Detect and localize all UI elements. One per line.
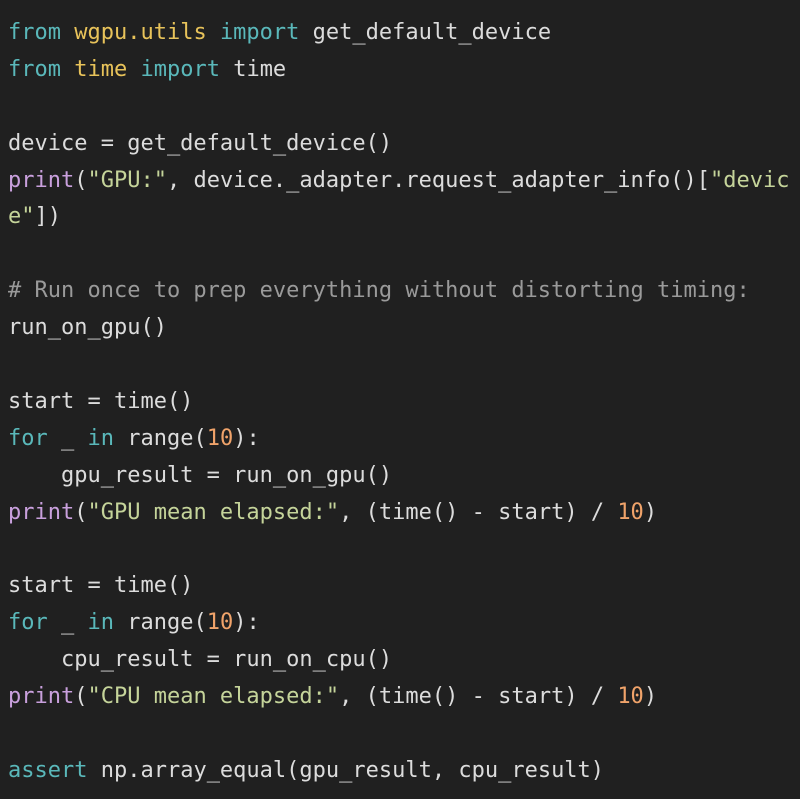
code-token: from (8, 20, 61, 45)
code-token: run_on_gpu() (8, 315, 167, 341)
code-token: in (87, 425, 115, 451)
code-token: _ (47, 610, 88, 636)
code-token: "GPU mean elapsed:" (87, 499, 340, 525)
code-token: for (8, 610, 48, 636)
code-line: print("GPU:", device._adapter.request_ad… (8, 163, 800, 200)
code-line: e"]) (8, 199, 800, 236)
code-line: # Run once to prep everything without di… (8, 273, 800, 310)
code-line (8, 236, 800, 273)
code-token (61, 20, 74, 45)
code-token: 10 (206, 425, 234, 451)
code-token: start = time() (8, 573, 194, 599)
code-token (127, 57, 140, 82)
code-token: ( (74, 684, 88, 710)
code-line: for _ in range(10): (8, 605, 800, 642)
code-line (8, 89, 800, 126)
code-token: "CPU mean elapsed:" (87, 684, 340, 710)
code-token: time (74, 56, 128, 82)
code-token: print (8, 167, 75, 193)
code-line: cpu_result = run_on_cpu() (8, 642, 800, 679)
code-token: "devic (710, 167, 790, 193)
code-token: 10 (617, 684, 644, 710)
code-token: import (219, 20, 300, 45)
code-token: ]) (34, 204, 62, 230)
code-token: from (8, 56, 61, 82)
code-token: ): (233, 610, 260, 636)
code-token: ): (233, 425, 260, 451)
code-token: 10 (617, 499, 644, 525)
code-token: in (87, 610, 115, 636)
code-token: range( (114, 610, 207, 636)
code-token: cpu_result = run_on_cpu() (8, 647, 393, 673)
code-token: ( (74, 167, 88, 193)
code-token: ) (643, 684, 658, 710)
code-token: assert (8, 757, 88, 783)
code-token: # Run once to prep everything without di… (8, 278, 750, 304)
code-token: start = time() (8, 388, 194, 414)
code-token: "GPU:" (87, 167, 167, 193)
code-token: , (time() - start) / (339, 684, 618, 710)
code-line (8, 531, 800, 568)
code-token: _ (47, 425, 88, 451)
code-line: print("GPU mean elapsed:", (time() - sta… (8, 495, 800, 532)
code-token: , (time() - start) / (339, 499, 618, 525)
code-line: run_on_gpu() (8, 310, 800, 347)
code-line: from wgpu.utils import get_default_devic… (8, 15, 800, 52)
code-token: wgpu.utils (74, 20, 207, 45)
code-token: ) (643, 499, 658, 525)
code-line: from time import time (8, 52, 800, 89)
code-token: import (140, 56, 220, 82)
code-line: device = get_default_device() (8, 126, 800, 163)
code-line: start = time() (8, 384, 800, 421)
code-token: e" (8, 204, 35, 230)
code-token: time (219, 56, 287, 82)
code-line (8, 716, 800, 753)
code-line: assert np.array_equal(gpu_result, cpu_re… (8, 753, 800, 790)
code-line: for _ in range(10): (8, 421, 800, 458)
code-line: print("CPU mean elapsed:", (time() - sta… (8, 679, 800, 716)
code-token: print (8, 684, 75, 710)
code-token: device = get_default_device() (8, 130, 393, 156)
code-token: np.array_equal(gpu_result, cpu_result) (87, 757, 605, 783)
code-token (207, 20, 220, 45)
code-token: get_default_device (299, 20, 552, 45)
code-line: gpu_result = run_on_gpu() (8, 458, 800, 495)
code-token: 10 (206, 610, 234, 636)
code-token: range( (114, 425, 207, 451)
code-token (61, 57, 74, 82)
code-line (8, 347, 800, 384)
code-line: start = time() (8, 568, 800, 605)
code-token: print (8, 499, 75, 525)
code-token: for (8, 425, 48, 451)
code-token: gpu_result = run_on_gpu() (8, 462, 393, 488)
code-token: ( (74, 499, 88, 525)
code-token: , device._adapter.request_adapter_info()… (166, 167, 711, 193)
